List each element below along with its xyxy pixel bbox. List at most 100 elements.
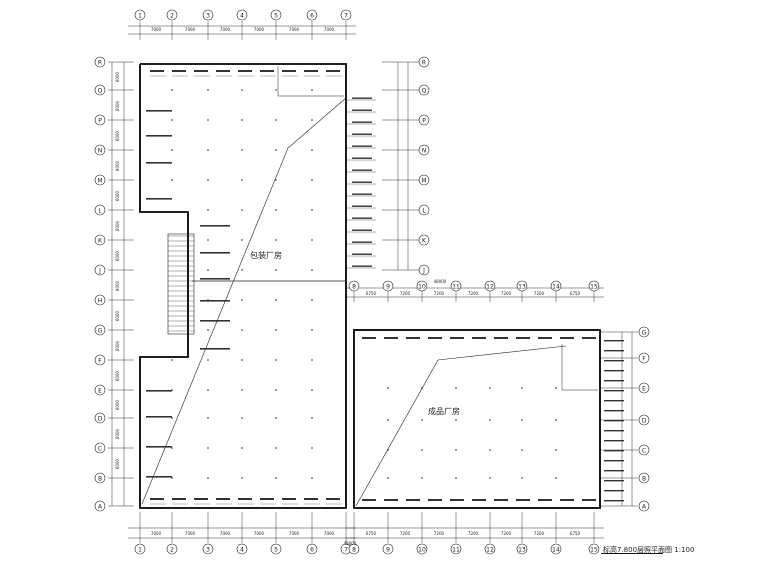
axis-bubble-left-J xyxy=(94,264,106,276)
axis-bubble-bottom-5 xyxy=(270,543,282,555)
right-overall-text: 48000 xyxy=(434,279,447,284)
bottom-span-text: 7000 xyxy=(220,531,231,536)
axis-bubble-left-L xyxy=(94,204,106,216)
column-mark xyxy=(241,389,243,391)
column-mark xyxy=(311,299,313,301)
axis-bubble-right-top-8-label: 8 xyxy=(352,283,356,290)
column-mark xyxy=(241,149,243,151)
axis-bubble-left-R xyxy=(94,56,106,68)
light-fixture-top xyxy=(172,70,186,72)
light-fixture-r-top xyxy=(560,337,574,339)
axis-bubble-bottom-3-label: 3 xyxy=(206,546,210,553)
column-mark xyxy=(311,477,313,479)
light-fixture-inner xyxy=(200,252,230,254)
right-top-span-text: 7200 xyxy=(468,291,479,296)
dimension-layer xyxy=(108,21,638,543)
room-label-packaging: 包装厂房 xyxy=(250,251,282,260)
column-mark xyxy=(207,119,209,121)
right-tag-bar xyxy=(604,360,624,362)
axis-bubble-left-Q xyxy=(94,84,106,96)
column-mark-right xyxy=(387,419,389,421)
light-fixture-r-top xyxy=(538,337,552,339)
axis-bubble-right-D-label: D xyxy=(642,417,647,424)
column-mark xyxy=(171,477,173,479)
column-mark xyxy=(207,359,209,361)
axis-bubble-top-5-label: 5 xyxy=(274,12,278,19)
axis-bubble-right-G-label: G xyxy=(642,329,647,336)
column-mark-right xyxy=(555,419,557,421)
right-building-outline xyxy=(353,329,601,509)
right-bottom-span-text: 7200 xyxy=(400,531,411,536)
left-span-text: 6000 xyxy=(115,280,120,291)
axis-bubble-left-G xyxy=(94,324,106,336)
column-mark-right xyxy=(521,387,523,389)
column-mark xyxy=(311,179,313,181)
axis-bubble-left-B xyxy=(94,472,106,484)
axis-bubble-right-A-label: A xyxy=(642,503,647,510)
right-bottom-span-text: 7200 xyxy=(501,531,512,536)
column-mark xyxy=(241,89,243,91)
axis-bubble-left-M xyxy=(94,174,106,186)
axis-bubble-left-N xyxy=(94,144,106,156)
right-bottom-span-text: 7200 xyxy=(534,531,545,536)
axis-bubble-right-bottom-15 xyxy=(588,543,600,555)
light-fixture-r-bottom xyxy=(560,499,574,501)
column-mark xyxy=(241,299,243,301)
right-tag-bar xyxy=(604,370,624,372)
light-fixture-bottom xyxy=(326,498,340,500)
column-mark xyxy=(275,89,277,91)
column-mark-right xyxy=(489,419,491,421)
light-fixture-r-top xyxy=(494,337,508,339)
light-fixture-top xyxy=(304,70,318,72)
axis-bubble-right-top-15-label: 15 xyxy=(590,283,598,290)
axis-bubble-right-bottom-12-label: 12 xyxy=(486,546,494,553)
light-fixture-r-top xyxy=(428,337,442,339)
column-mark xyxy=(207,239,209,241)
column-mark xyxy=(171,359,173,361)
column-mark xyxy=(275,477,277,479)
column-mark-right xyxy=(489,387,491,389)
bottom-overall-text: 48000 xyxy=(344,541,357,546)
column-mark xyxy=(275,389,277,391)
axis-bubble-left-G-label: G xyxy=(98,327,103,334)
tag-text-bar xyxy=(352,145,372,147)
axis-bubble-right-bottom-13 xyxy=(516,543,528,555)
light-fixture-r-bottom xyxy=(428,499,442,501)
column-mark xyxy=(241,269,243,271)
light-fixture-bottom xyxy=(238,498,252,500)
right-tag-bar xyxy=(604,350,624,352)
top-span-text: 7000 xyxy=(151,27,162,32)
column-mark xyxy=(241,119,243,121)
light-fixture-bottom xyxy=(216,498,230,500)
right-tag-bar xyxy=(604,450,624,452)
axis-bubble-upper-right-K-label: K xyxy=(422,237,427,244)
column-mark-right xyxy=(555,387,557,389)
axis-bubble-top-1-label: 1 xyxy=(138,12,142,19)
axis-bubble-right-top-13 xyxy=(516,280,528,292)
right-tag-bar xyxy=(604,380,624,382)
axis-bubble-right-bottom-15-label: 15 xyxy=(590,546,598,553)
left-span-text: 6000 xyxy=(115,100,120,111)
light-fixture-top xyxy=(326,70,340,72)
right-tag-bar xyxy=(604,440,624,442)
axis-bubble-upper-right-R-label: R xyxy=(422,59,426,66)
column-mark-right xyxy=(555,477,557,479)
axis-bubble-right-bottom-12 xyxy=(484,543,496,555)
axis-bubble-upper-right-Q-label: Q xyxy=(422,87,427,94)
column-mark-right xyxy=(555,449,557,451)
axis-bubble-bottom-6-label: 6 xyxy=(310,546,314,553)
drawing-title: 标高7.800层照平面图 1:100 xyxy=(603,546,695,554)
light-fixture-top xyxy=(282,70,296,72)
axis-bubble-left-R-label: R xyxy=(98,59,102,66)
tag-text-bar xyxy=(352,121,372,123)
axis-bubble-upper-right-M xyxy=(418,174,430,186)
column-mark-right xyxy=(387,477,389,479)
axis-bubble-right-D xyxy=(638,414,650,426)
top-span-text: 7000 xyxy=(324,27,335,32)
right-tag-bar xyxy=(604,490,624,492)
light-fixture-top xyxy=(194,70,208,72)
column-mark xyxy=(241,239,243,241)
